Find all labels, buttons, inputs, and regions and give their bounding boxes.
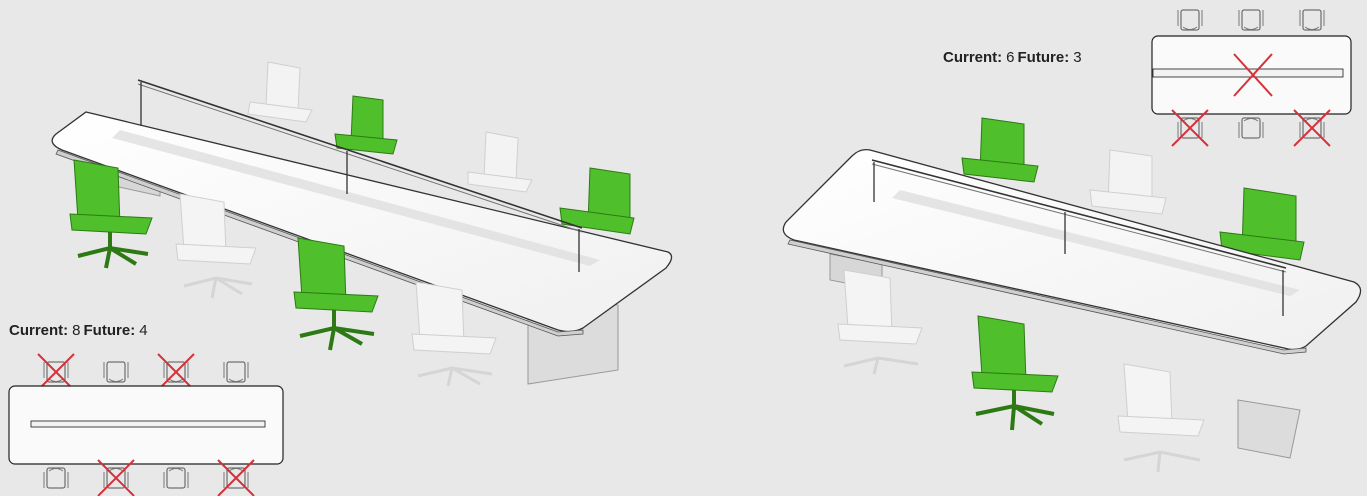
removed-x-mark	[98, 460, 134, 496]
removed-x-mark	[1172, 110, 1208, 146]
chair-active-icon	[335, 96, 397, 154]
six-seat-plan-view	[1152, 10, 1351, 146]
removed-x-mark	[218, 460, 254, 496]
current-value: 6	[1006, 49, 1014, 66]
seat-kept-icon	[44, 468, 68, 488]
removed-x-mark	[158, 354, 194, 390]
seat-kept-icon	[1300, 10, 1324, 30]
current-label: Current	[943, 49, 997, 66]
chair-ghost-icon	[1090, 150, 1166, 214]
six-seat-desk-render	[783, 118, 1360, 472]
current-label: Current	[9, 322, 63, 339]
seat-kept-icon	[104, 362, 128, 382]
removed-x-mark	[1294, 110, 1330, 146]
seat-kept-icon	[164, 468, 188, 488]
seat-kept-icon	[1239, 10, 1263, 30]
future-value: 3	[1073, 49, 1081, 66]
chair-ghost-icon	[1118, 364, 1204, 472]
removed-x-mark	[38, 354, 74, 390]
current-value: 8	[72, 322, 80, 339]
seat-kept-icon	[1178, 10, 1202, 30]
chair-ghost-icon	[838, 270, 922, 374]
chair-active-icon	[962, 118, 1038, 182]
eight-seat-plan-view	[9, 354, 283, 496]
seat-kept-icon	[1239, 118, 1263, 138]
seat-kept-icon	[224, 362, 248, 382]
future-value: 4	[139, 322, 147, 339]
future-label: Future	[84, 322, 131, 339]
future-label: Future	[1018, 49, 1065, 66]
chair-active-icon	[972, 316, 1058, 430]
chair-ghost-icon	[248, 62, 312, 122]
chair-ghost-icon	[468, 132, 532, 192]
plan-screen-rail	[31, 421, 265, 427]
